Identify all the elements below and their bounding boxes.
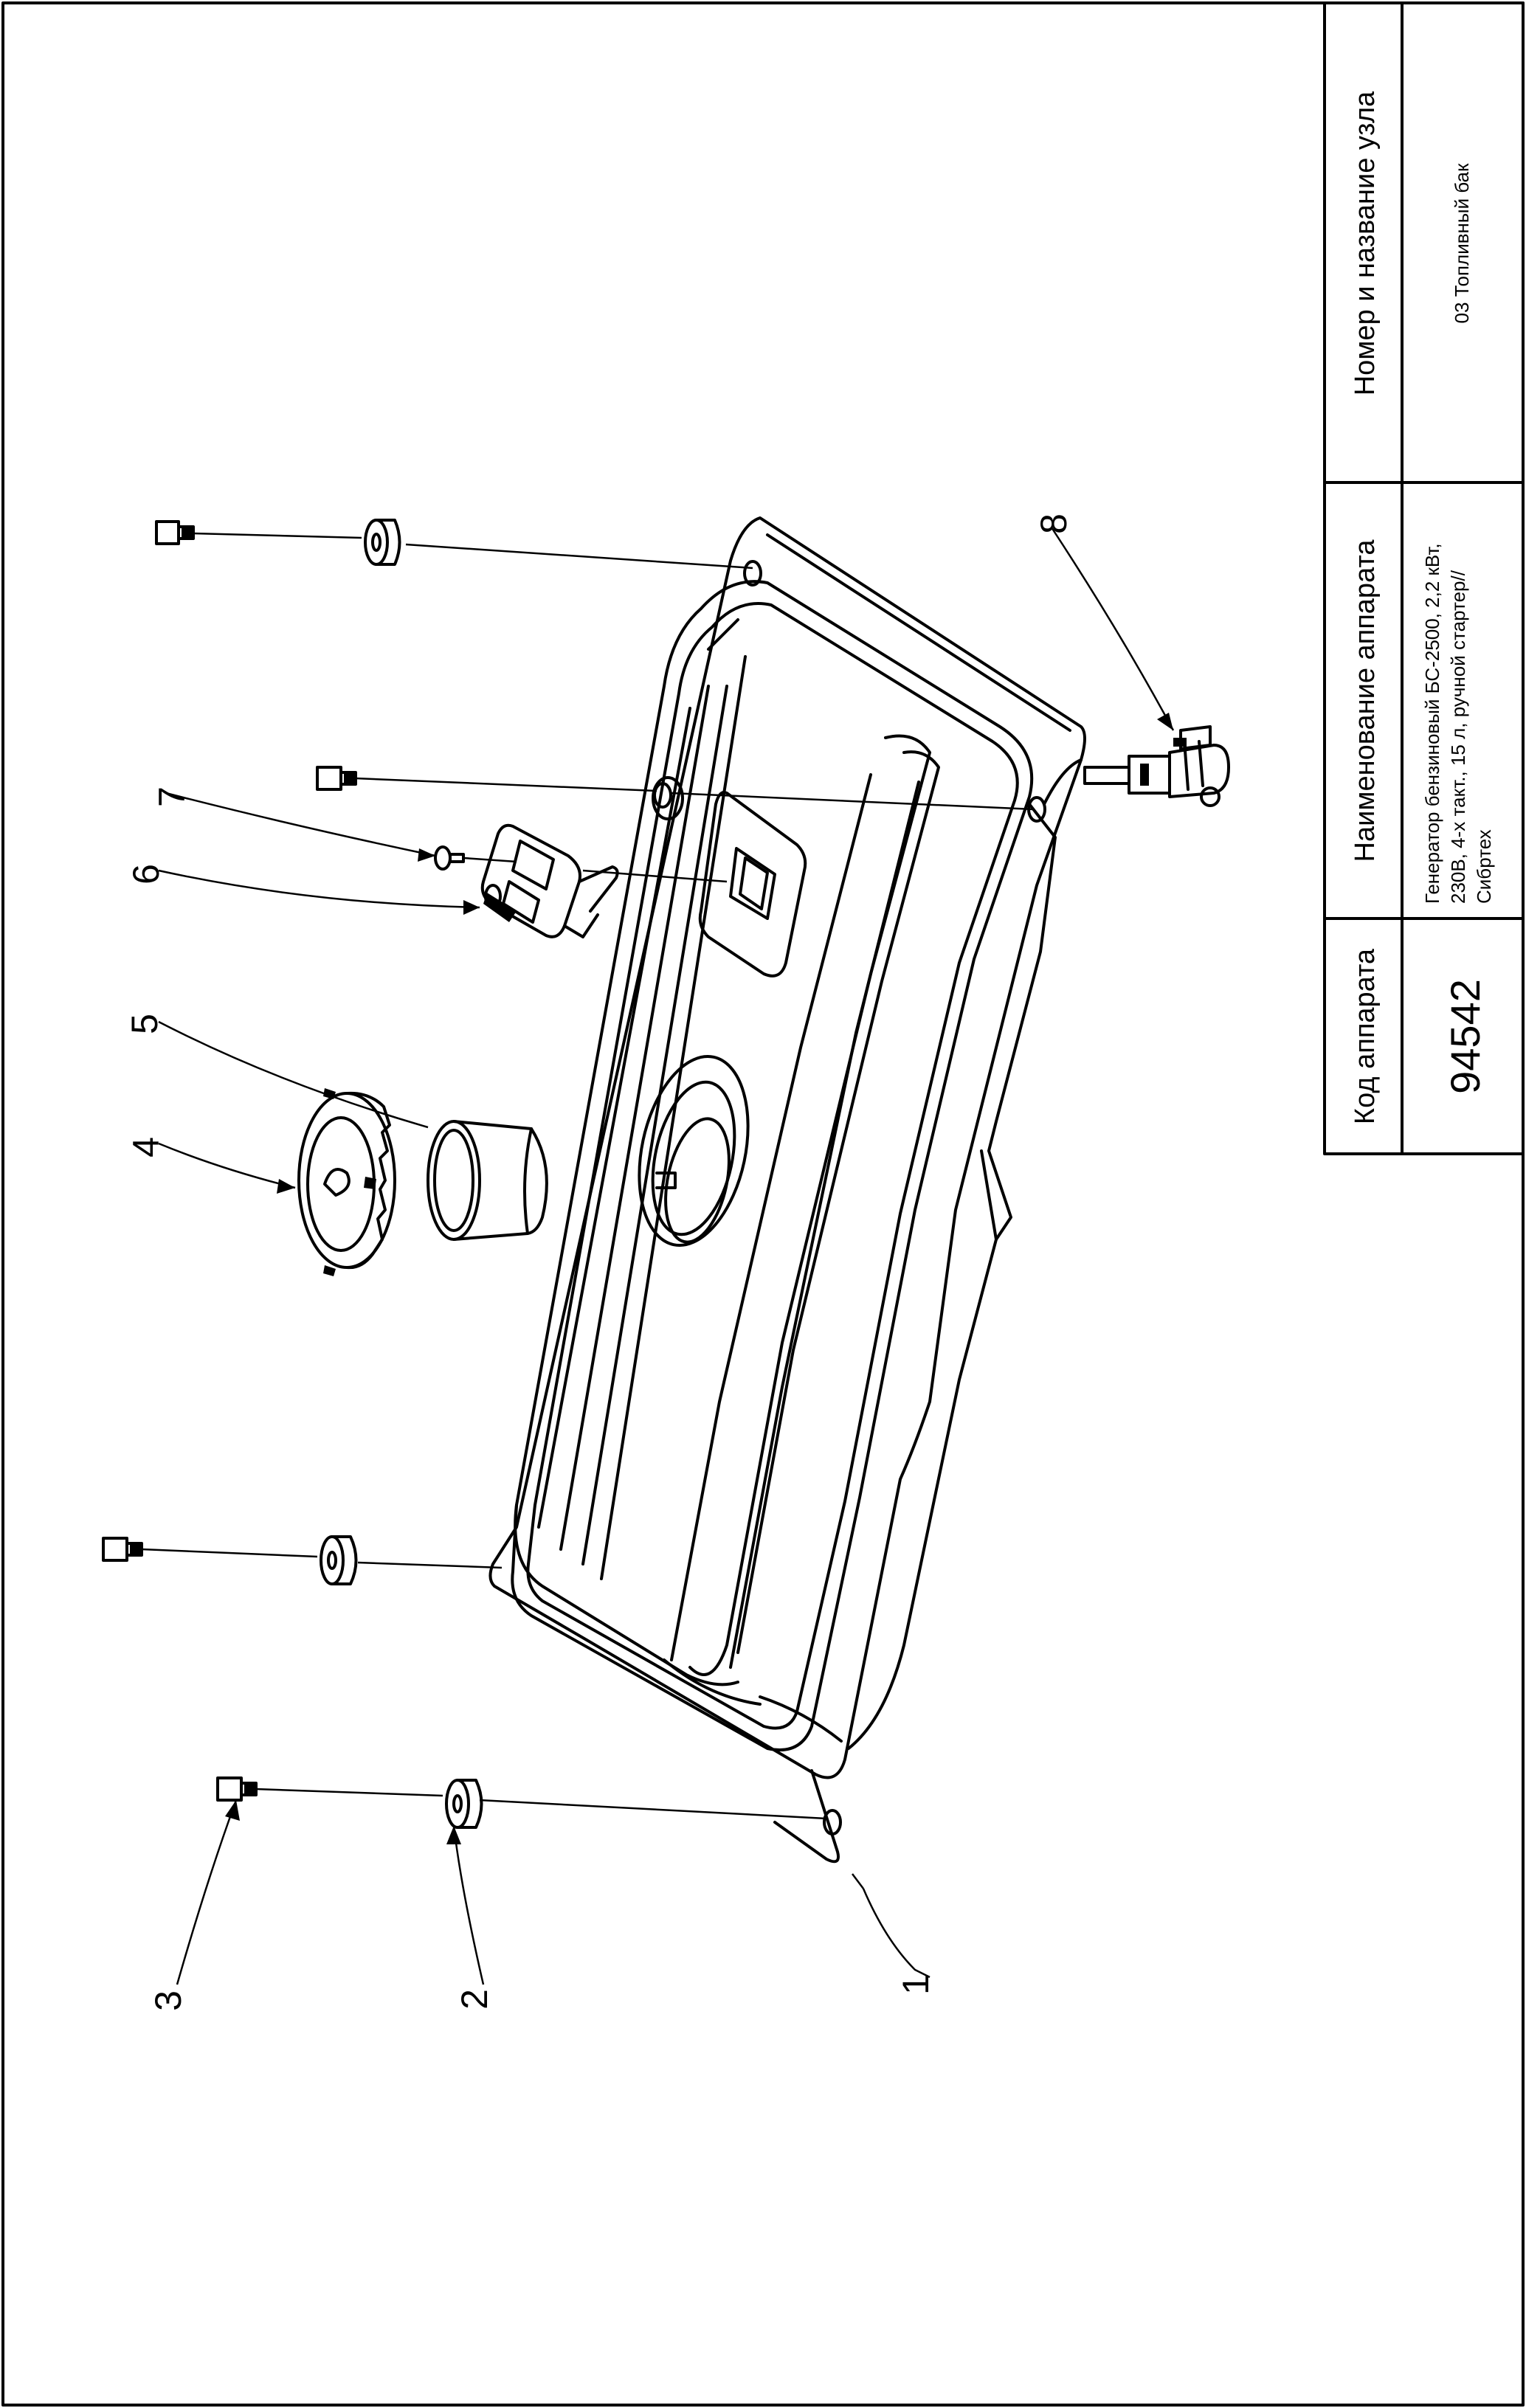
- apparatus-line-3: Сибртех: [1473, 829, 1495, 904]
- callout-1: 1: [895, 1974, 936, 1995]
- callout-3: 3: [148, 1990, 189, 2011]
- screw-7: [434, 845, 517, 909]
- fuel-gauge: [480, 823, 619, 938]
- grommet-top: [364, 519, 401, 566]
- leader-lines: [158, 527, 1175, 1985]
- grommet-left-mid: [320, 1535, 358, 1585]
- gauge-guide-line: [582, 869, 728, 883]
- callout-5: 5: [124, 1014, 165, 1034]
- callout-8: 8: [1033, 513, 1074, 534]
- header-apparatus: Наименование аппарата: [1350, 539, 1381, 862]
- fuel-cap: [297, 1088, 396, 1276]
- title-block: Номер и название узла Наименование аппар…: [1323, 1, 1525, 1155]
- apparatus-line-1: Генератор бензиновый БС-2500, 2,2 кВт,: [1421, 543, 1443, 904]
- callout-2: 2: [454, 1989, 495, 2010]
- callout-7: 7: [151, 786, 193, 807]
- callout-numbers: 1 2 3 4 5 6 7 8: [124, 513, 1074, 2011]
- apparatus-line-2: 230В, 4-х такт., 15 л, ручной стартер//: [1447, 570, 1469, 904]
- bolt-top: [155, 520, 753, 570]
- bolt-mid-upper: [316, 766, 1034, 811]
- callout-4: 4: [125, 1137, 167, 1158]
- header-node: Номер и название узла: [1350, 91, 1381, 395]
- fuel-tank: [488, 516, 1086, 1864]
- bolt-left-mid: [102, 1537, 503, 1569]
- node-value: 03 Топливный бак: [1451, 163, 1473, 324]
- filter-strainer: [427, 1120, 548, 1241]
- bolt-bottom: [216, 1776, 827, 1820]
- grommet-bottom: [445, 1779, 483, 1829]
- code-value: 94542: [1442, 979, 1488, 1094]
- fuel-valve: [1083, 725, 1230, 807]
- callout-6: 6: [125, 864, 167, 885]
- header-code: Код аппарата: [1350, 948, 1381, 1124]
